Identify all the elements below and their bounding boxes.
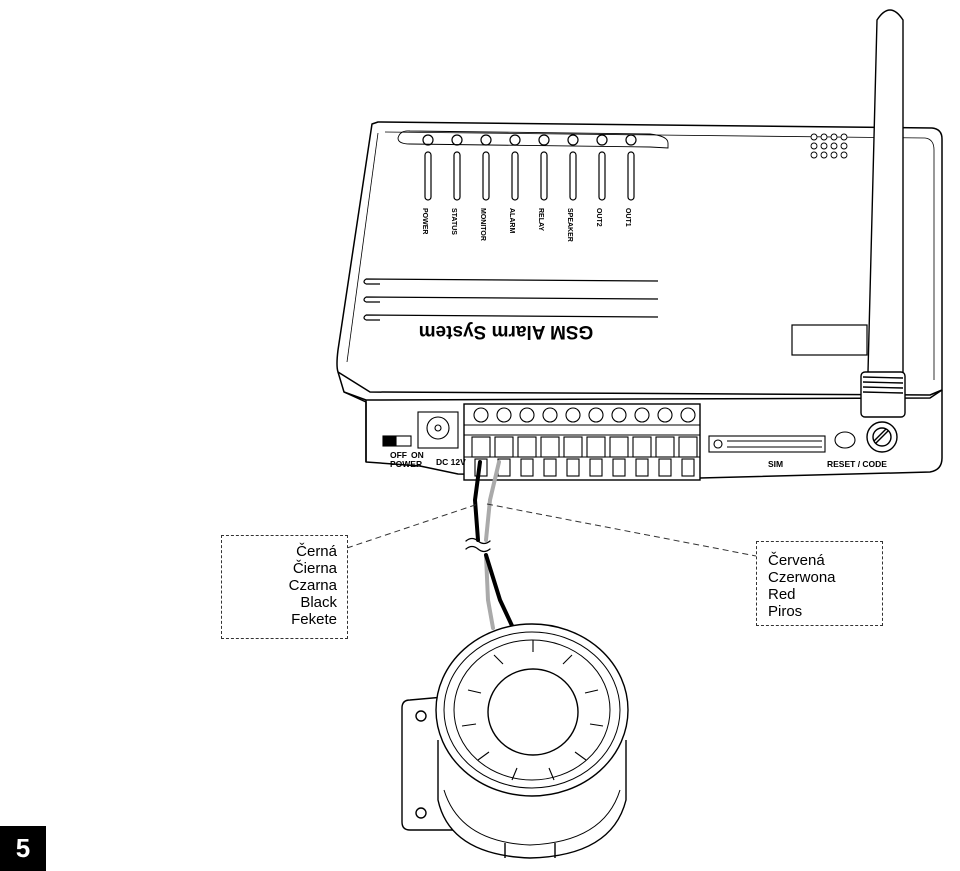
reset-label: RESET / CODE xyxy=(827,459,887,469)
top-grooves xyxy=(363,278,659,321)
led-label-power: POWER xyxy=(421,208,428,234)
front-panel xyxy=(382,403,856,481)
led-label-relay: RELAY xyxy=(537,208,544,231)
red-wire-lower xyxy=(484,553,495,630)
led-monitor xyxy=(480,134,492,201)
dc-label: DC 12V xyxy=(436,457,466,467)
callout-line: Czarna xyxy=(288,577,337,594)
siren-ribs xyxy=(461,640,604,781)
led-label-out2: OUT2 xyxy=(595,208,602,227)
sim-slot xyxy=(708,435,826,453)
antenna xyxy=(860,9,906,453)
side-label-plate xyxy=(791,324,868,356)
led-label-alarm: ALARM xyxy=(508,208,515,233)
speaker-grille xyxy=(810,133,848,159)
callout-line: Black xyxy=(300,594,337,611)
callout-line: Červená xyxy=(768,552,825,569)
wire-break-symbol xyxy=(465,537,491,553)
red-wire-callout: Červená Czerwona Red Piros xyxy=(756,541,883,626)
terminal-slots xyxy=(471,436,698,458)
brand-label: GSM Alarm System xyxy=(419,321,594,342)
led-label-status: STATUS xyxy=(450,208,457,235)
led-relay xyxy=(538,134,550,201)
red-wire xyxy=(484,460,501,542)
callout-line: Red xyxy=(768,586,796,603)
terminal-holes xyxy=(474,458,695,477)
led-out2 xyxy=(596,134,608,201)
callout-line: Czerwona xyxy=(768,569,836,586)
led-alarm xyxy=(509,134,521,201)
led-out1 xyxy=(625,134,637,201)
callout-line: Piros xyxy=(768,603,803,620)
led-label-out1: OUT1 xyxy=(624,208,631,227)
led-row xyxy=(397,130,669,201)
sim-label: SIM xyxy=(768,459,783,469)
black-wire xyxy=(472,460,482,542)
led-label-monitor: MONITOR xyxy=(479,208,486,241)
power-label: POWER xyxy=(390,459,422,469)
power-switch xyxy=(382,435,412,447)
black-wire-lower xyxy=(484,553,516,632)
led-label-speaker: SPEAKER xyxy=(566,208,573,242)
callout-line: Fekete xyxy=(291,611,337,628)
page-number: 5 xyxy=(0,826,46,871)
led-speaker xyxy=(567,134,579,201)
led-labels: POWER STATUS MONITOR ALARM RELAY SPEAKER… xyxy=(421,208,631,242)
power-on-label: ON xyxy=(411,450,424,460)
callout-line: Čierna xyxy=(292,560,337,577)
front-panel-labels: OFF ON POWER DC 12V SIM RESET / CODE xyxy=(390,450,887,469)
led-power xyxy=(422,134,434,201)
siren xyxy=(401,623,629,859)
reset-button xyxy=(834,431,856,449)
callout-leaders xyxy=(346,503,757,557)
callout-line: Černá xyxy=(296,543,337,560)
power-off-label: OFF xyxy=(390,450,407,460)
wires xyxy=(465,460,516,632)
terminal-screws xyxy=(473,407,696,423)
black-wire-callout: Černá Čierna Czarna Black Fekete xyxy=(221,535,348,639)
